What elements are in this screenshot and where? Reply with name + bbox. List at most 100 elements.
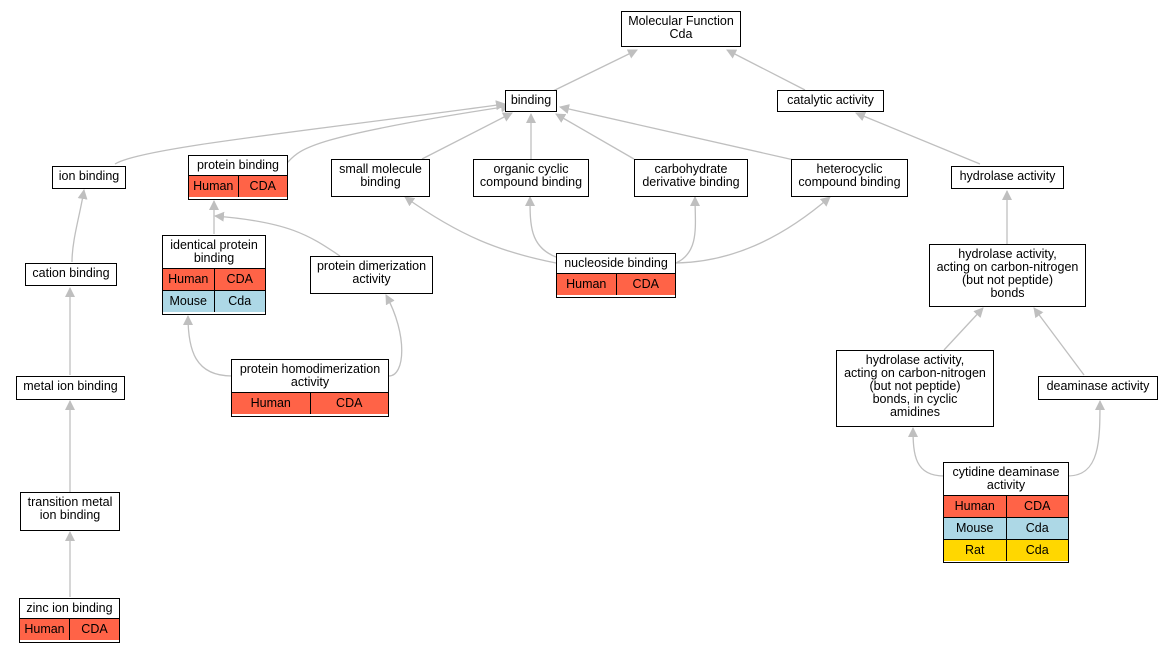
node-label-line: binding — [360, 175, 401, 189]
gene-symbol: CDA — [69, 619, 119, 640]
node-label-line: heterocyclic — [816, 162, 883, 176]
edge-cytidine-cyclic — [908, 427, 945, 477]
species-name: Human — [557, 274, 616, 295]
node-label-line: organic cyclic — [493, 162, 569, 176]
edge-cyclic-hydrolasecn — [943, 307, 984, 351]
gene-symbol: Cda — [1005, 518, 1068, 539]
species-row-human: Human CDA — [557, 273, 675, 295]
gene-symbol: Cda — [213, 291, 265, 312]
edge-cytidine-deaminase — [1067, 400, 1105, 477]
gene-symbol: Cda — [1005, 540, 1068, 561]
node-label-line: Molecular Function — [628, 14, 734, 28]
node-label-line: identical protein — [170, 238, 258, 252]
edge-nucleoside-organic — [525, 196, 557, 258]
edge-cation-ionbinding — [71, 189, 88, 263]
node-label-line: (but not peptide) — [961, 273, 1054, 287]
node-cation-binding[interactable]: cation binding — [25, 263, 117, 286]
edge-smallmolecule-binding — [421, 112, 513, 160]
node-label-line: activity — [352, 272, 391, 286]
species-row-rat: Rat Cda — [944, 539, 1068, 561]
node-label-line: transition metal — [27, 495, 113, 509]
species-row-human: Human CDA — [944, 495, 1068, 517]
node-label: deaminase activity — [1046, 379, 1150, 393]
species-row-human: Human CDA — [163, 268, 265, 290]
node-nucleoside-binding[interactable]: nucleoside binding Human CDA — [556, 253, 676, 298]
node-label-line: activity — [290, 375, 330, 389]
node-label-line: protein homodimerization — [239, 362, 381, 376]
node-metal-ion-binding[interactable]: metal ion binding — [16, 376, 125, 400]
node-deaminase-activity[interactable]: deaminase activity — [1038, 376, 1158, 400]
node-label: hydrolase activity — [959, 169, 1056, 183]
edge-nucleoside-carbohydrate — [675, 196, 701, 264]
species-name: Human — [189, 176, 238, 197]
node-label-line: compound binding — [479, 175, 583, 189]
node-ion-binding[interactable]: ion binding — [52, 166, 126, 189]
species-name: Human — [944, 496, 1006, 517]
node-label-line: hydrolase activity, — [958, 247, 1057, 261]
species-row-human: Human CDA — [189, 175, 287, 197]
gene-symbol: CDA — [615, 274, 675, 295]
node-label-line: activity — [986, 478, 1026, 492]
node-label-line: Cda — [669, 27, 693, 41]
species-name: Human — [163, 269, 214, 290]
edge-ionbinding-binding — [114, 100, 506, 165]
species-row-mouse: Mouse Cda — [944, 517, 1068, 539]
edge-nucleoside-heterocyclic — [675, 196, 831, 264]
node-label-line: carbohydrate — [654, 162, 728, 176]
edge-nucleoside-smallmolecule — [404, 196, 557, 264]
gene-symbol: CDA — [1005, 496, 1068, 517]
edge-hydrolase-catalytic — [855, 111, 981, 165]
node-label-line: ion binding — [39, 508, 101, 522]
species-row-mouse: Mouse Cda — [163, 290, 265, 312]
node-label-line: compound binding — [798, 175, 901, 189]
gene-symbol: CDA — [213, 269, 265, 290]
node-label-line: protein dimerization — [316, 259, 427, 273]
node-label: binding — [510, 93, 552, 107]
node-hydrolase-activity[interactable]: hydrolase activity — [951, 166, 1064, 189]
edge-deaminase-hydrolasecn — [1033, 307, 1085, 376]
node-protein-binding[interactable]: protein binding Human CDA — [188, 155, 288, 200]
node-label-line: hydrolase activity, — [865, 353, 965, 367]
edge-proteinbinding-binding — [285, 102, 511, 165]
node-catalytic-activity[interactable]: catalytic activity — [777, 90, 884, 112]
edge-carbohydrate-binding — [555, 113, 635, 160]
edge-homodimerization-dimerization — [385, 294, 403, 377]
node-label: metal ion binding — [23, 379, 118, 393]
species-name: Rat — [944, 540, 1006, 561]
node-label: ion binding — [58, 169, 120, 183]
node-label: nucleoside binding — [564, 256, 668, 270]
node-hydrolase-activity-cyclic-amidines[interactable]: hydrolase activity, acting on carbon-nit… — [836, 350, 994, 427]
node-label-line: binding — [193, 251, 235, 265]
node-hydrolase-activity-carbon-nitrogen[interactable]: hydrolase activity, acting on carbon-nit… — [929, 244, 1086, 307]
node-label-line: small molecule — [339, 162, 422, 176]
edge-dimerization-proteinbinding — [214, 211, 341, 257]
node-label-line: acting on carbon-nitrogen — [936, 260, 1079, 274]
node-label-line: derivative binding — [642, 175, 740, 189]
node-binding[interactable]: binding — [505, 90, 557, 112]
edge-homodimerization-identical — [183, 315, 233, 377]
edge-binding-mf — [552, 49, 638, 92]
species-name: Mouse — [163, 291, 214, 312]
node-label-line: cytidine deaminase — [952, 465, 1060, 479]
gene-symbol: CDA — [237, 176, 287, 197]
node-label: cation binding — [32, 266, 110, 280]
node-label-line: acting on carbon-nitrogen — [844, 366, 986, 380]
species-row-human: Human CDA — [20, 618, 119, 640]
edge-catalytic-mf — [726, 49, 806, 91]
node-label: protein binding — [196, 158, 279, 172]
node-label: catalytic activity — [787, 93, 874, 107]
node-zinc-ion-binding[interactable]: zinc ion binding Human CDA — [19, 598, 120, 643]
gene-symbol: CDA — [309, 393, 388, 414]
node-label-line: (but not peptide) — [869, 379, 961, 393]
node-label: zinc ion binding — [26, 601, 113, 615]
